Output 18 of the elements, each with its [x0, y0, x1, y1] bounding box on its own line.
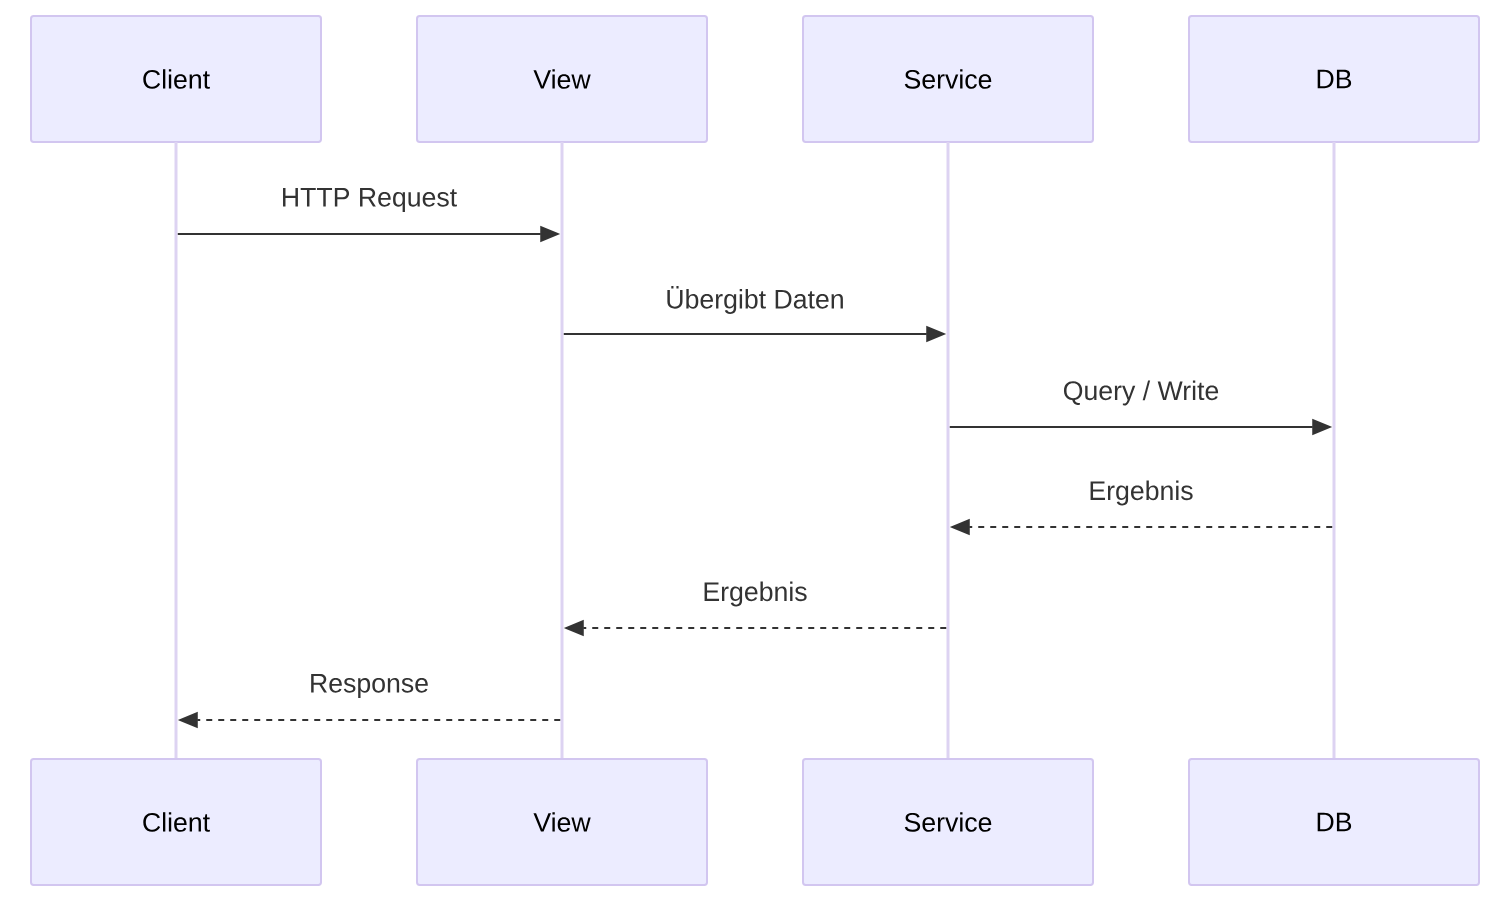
- participant-box: Client: [30, 758, 322, 886]
- edge-label: Übergibt Daten: [667, 286, 843, 314]
- participant-box: Service: [802, 758, 1094, 886]
- edge-label: Ergebnis: [1090, 480, 1193, 506]
- lifeline: [560, 142, 564, 759]
- participant-box: Service: [802, 15, 1094, 143]
- edge-label: Ergebnis: [704, 581, 807, 607]
- edge-label: Query / Write: [1063, 380, 1219, 406]
- participant-box: DB: [1188, 15, 1480, 143]
- edge-label: Response: [311, 674, 428, 698]
- participant-box: DB: [1188, 758, 1480, 886]
- lifeline: [174, 142, 178, 759]
- participant-box: Client: [30, 15, 322, 143]
- participant-box: View: [416, 15, 708, 143]
- lifeline: [946, 142, 950, 759]
- lifeline: [1332, 142, 1336, 759]
- edge-label: HTTP Request: [283, 188, 457, 212]
- participant-box: View: [416, 758, 708, 886]
